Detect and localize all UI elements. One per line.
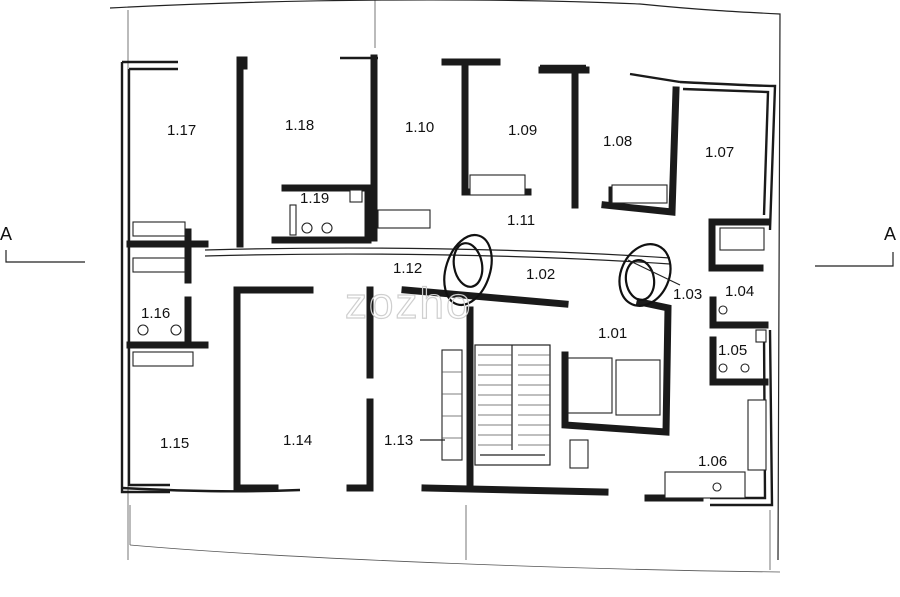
section-label-right: A: [884, 224, 896, 244]
room-label-1-10: 1.10: [405, 119, 434, 136]
room-label-1-07: 1.07: [705, 144, 734, 161]
section-marker-right: A: [815, 224, 896, 267]
room-label-1-09: 1.09: [508, 122, 537, 139]
fixtures: [132, 174, 767, 499]
room-label-1-12: 1.12: [393, 260, 422, 277]
room-label-1-17: 1.17: [167, 122, 196, 139]
section-marker-left: A: [0, 224, 85, 263]
room-labels: 1.17 1.18 1.10 1.09 1.08 1.07 1.19 1.11 …: [141, 117, 754, 470]
room-label-1-08: 1.08: [603, 133, 632, 150]
room-label-1-05: 1.05: [718, 342, 747, 359]
room-label-1-15: 1.15: [160, 435, 189, 452]
room-label-1-18: 1.18: [285, 117, 314, 134]
room-label-1-03: 1.03: [673, 286, 702, 303]
room-label-1-02: 1.02: [526, 266, 555, 283]
staircase: [474, 344, 551, 466]
room-label-1-16: 1.16: [141, 305, 170, 322]
room-label-1-11: 1.11: [507, 212, 535, 229]
room-label-1-19: 1.19: [300, 190, 329, 207]
annotation-circles: [443, 233, 681, 307]
room-label-1-14: 1.14: [283, 432, 312, 449]
room-label-1-06: 1.06: [698, 453, 727, 470]
section-label-left: A: [0, 224, 12, 244]
room-label-1-01: 1.01: [598, 325, 627, 342]
interior-walls: [126, 54, 770, 502]
room-label-1-13: 1.13: [384, 432, 413, 449]
room-label-1-04: 1.04: [725, 283, 754, 300]
watermark: zozho: [345, 279, 472, 328]
